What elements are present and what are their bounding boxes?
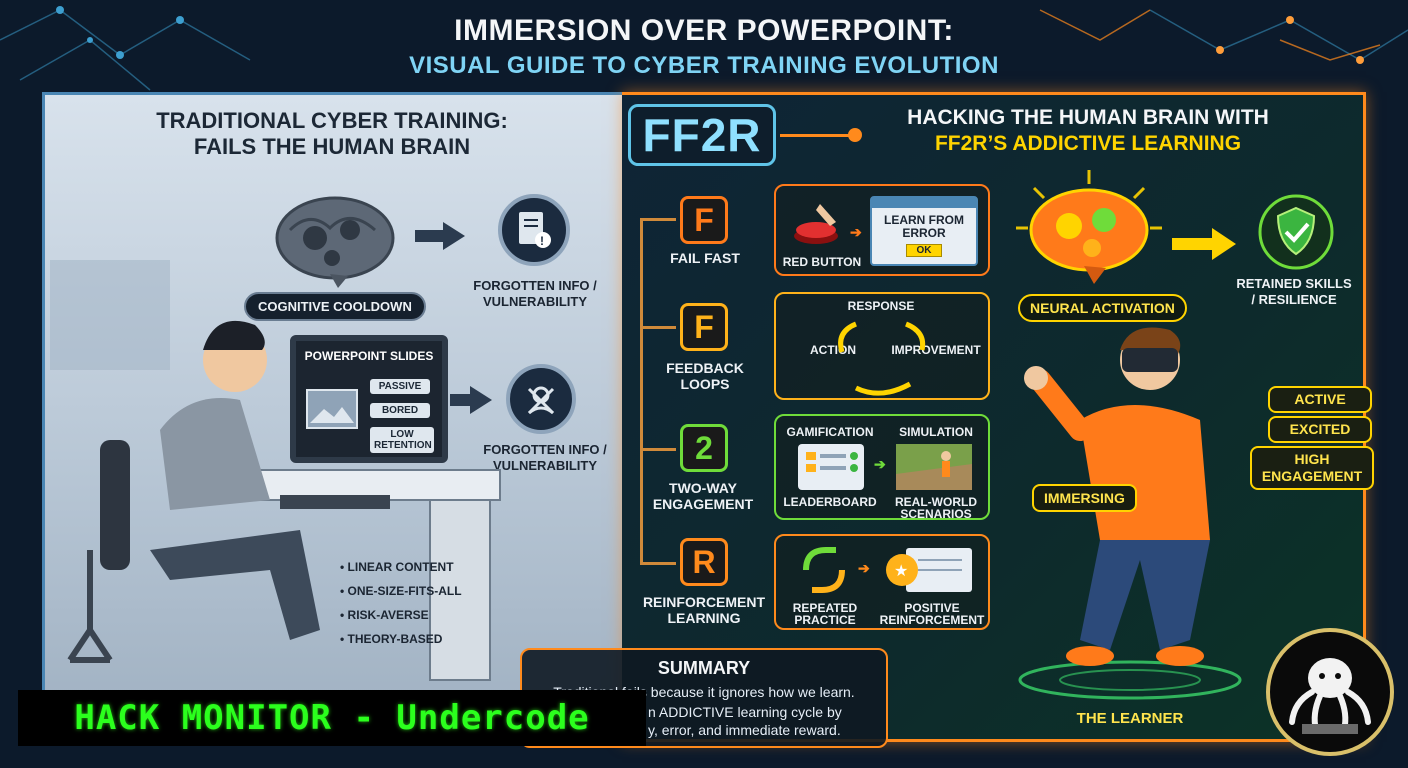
step-connector — [640, 326, 676, 329]
forgotten-document-icon: ! — [498, 194, 570, 266]
positive-label-1: POSITIVE — [904, 601, 960, 615]
ff2r-logo: FF2R — [628, 104, 776, 166]
step-connector — [640, 218, 676, 221]
step-letter-f1: F — [680, 196, 728, 244]
summary-line3: y, error, and immediate reward. — [648, 722, 841, 738]
trait-item: • RISK-AVERSE — [340, 608, 429, 622]
repeat-icon — [803, 547, 845, 593]
svg-text:★: ★ — [894, 563, 908, 580]
retained-skills-line2: / RESILIENCE — [1251, 292, 1337, 307]
summary-title: SUMMARY — [657, 658, 751, 678]
immersing-label: IMMERSING — [1032, 484, 1137, 512]
leaderboard-icon — [798, 444, 864, 490]
summary-line2: n ADDICTIVE learning cycle by — [648, 704, 842, 720]
watermark-text: HACK MONITOR - Undercode — [74, 698, 590, 738]
outcome1-line2: VULNERABILITY — [483, 294, 587, 309]
arrow-icon: ➔ — [874, 456, 886, 472]
tag-excited: EXCITED — [1268, 416, 1372, 443]
trait-item: • ONE-SIZE-FITS-ALL — [340, 584, 462, 598]
monitor-tag-bored: BORED — [370, 403, 430, 418]
step-label-learning: LEARNING — [667, 610, 741, 626]
step-connector — [640, 562, 676, 565]
gamification-label: GAMIFICATION — [786, 425, 874, 439]
monitor-title: POWERPOINT SLIDES — [304, 349, 434, 363]
cognitive-cooldown-label: COGNITIVE COOLDOWN — [244, 292, 426, 321]
octopus-logo — [1266, 628, 1394, 756]
neural-activation-label: NEURAL ACTIVATION — [1018, 294, 1187, 322]
step-label-fail-fast: FAIL FAST — [670, 250, 740, 266]
flow-arrow-1 — [415, 230, 445, 242]
red-button-icon — [794, 204, 838, 244]
step-letter-r: R — [680, 538, 728, 586]
computer-monitor: POWERPOINT SLIDES PASSIVE BORED LOW RETE… — [290, 335, 448, 463]
step-label-two-way: TWO-WAY — [669, 480, 737, 496]
step-label-engagement: ENGAGEMENT — [652, 496, 754, 512]
image-placeholder-icon — [306, 389, 358, 429]
real-world-label-2: SCENARIOS — [900, 507, 972, 521]
glowing-brain-icon — [1016, 170, 1162, 284]
ff2r-panel — [622, 92, 1366, 742]
right-heading-line2: FF2R’S ADDICTIVE LEARNING — [934, 132, 1242, 155]
the-learner-label: THE LEARNER — [1076, 710, 1184, 727]
step-label-feedback: FEEDBACK — [666, 360, 744, 376]
certificate-icon: ★ — [886, 548, 972, 592]
arrow-icon: ➔ — [858, 560, 870, 576]
desk-illustration — [50, 260, 501, 681]
page-title: IMMERSION OVER POWERPOINT: — [454, 14, 954, 47]
flow-arrow-2 — [450, 394, 472, 406]
outcome1-line1: FORGOTTEN INFO / — [473, 278, 597, 293]
monitor-tag-low-retention: LOW RETENTION — [370, 427, 434, 453]
real-world-label-1: REAL-WORLD — [895, 495, 977, 509]
step-label-reinforcement: REINFORCEMENT — [642, 594, 766, 610]
logo-connector — [780, 134, 850, 137]
left-heading-line1: TRADITIONAL CYBER TRAINING: — [156, 108, 508, 133]
step-letter-f2: F — [680, 303, 728, 351]
step-label-loops: LOOPS — [680, 376, 730, 392]
connector-dot — [848, 128, 862, 142]
positive-label-2: REINFORCEMENT — [879, 613, 985, 627]
error-dialog: LEARN FROM ERROR OK — [870, 196, 978, 266]
outcome2-line2: VULNERABILITY — [493, 458, 597, 473]
leaderboard-label: LEADERBOARD — [783, 495, 877, 509]
left-heading-line2: FAILS THE HUMAN BRAIN — [193, 134, 471, 159]
brain-arrow — [1172, 238, 1214, 250]
step-letter-2: 2 — [680, 424, 728, 472]
monitor-tag-passive: PASSIVE — [370, 379, 430, 394]
trait-item: • THEORY-BASED — [340, 632, 443, 646]
loop-action: ACTION — [810, 343, 856, 357]
loop-improvement: IMPROVEMENT — [891, 343, 981, 357]
arrow-icon: ➔ — [850, 224, 862, 240]
tag-active: ACTIVE — [1268, 386, 1372, 413]
right-heading-line1: HACKING THE HUMAN BRAIN WITH — [907, 106, 1269, 129]
flow-arrow-2-head — [470, 386, 492, 414]
repeated-label-1: REPEATED — [792, 601, 858, 615]
brain-arrow-head — [1212, 228, 1236, 260]
loop-response: RESPONSE — [847, 299, 915, 313]
flow-arrow-1-head — [443, 222, 465, 250]
reinforcement-card: ➔ ★ REPEATED PRACTICE POSITIVE REINFORCE… — [774, 534, 990, 630]
trait-item: • LINEAR CONTENT — [340, 560, 454, 574]
repeated-label-2: PRACTICE — [794, 613, 856, 627]
red-button-label: RED BUTTON — [782, 255, 862, 269]
two-way-card: GAMIFICATION SIMULATION ➔ LEADERBOARD RE… — [774, 414, 990, 521]
svg-text:!: ! — [540, 234, 544, 248]
shield-check-icon — [1258, 194, 1334, 270]
step-connector — [640, 448, 676, 451]
cycle-arrows-icon — [838, 321, 926, 396]
vulnerability-icon — [506, 364, 576, 434]
fail-fast-card: ➔ RED BUTTON LEARN FROM ERROR OK — [774, 184, 990, 276]
step-connector — [640, 218, 643, 564]
retained-skills-line1: RETAINED SKILLS — [1236, 276, 1352, 291]
outcome2-line1: FORGOTTEN INFO / — [483, 442, 607, 457]
gray-brain-icon — [275, 196, 395, 288]
feedback-loops-card: RESPONSE ACTION IMPROVEMENT — [774, 292, 990, 400]
traditional-traits-list: • LINEAR CONTENT • ONE-SIZE-FITS-ALL • R… — [340, 560, 490, 656]
watermark-banner: HACK MONITOR - Undercode — [18, 690, 646, 746]
simulation-scene-icon — [896, 444, 972, 490]
tag-high-engagement: HIGH ENGAGEMENT — [1250, 446, 1374, 490]
simulation-label: SIMULATION — [899, 425, 973, 439]
page-subtitle: VISUAL GUIDE TO CYBER TRAINING EVOLUTION — [409, 52, 999, 79]
